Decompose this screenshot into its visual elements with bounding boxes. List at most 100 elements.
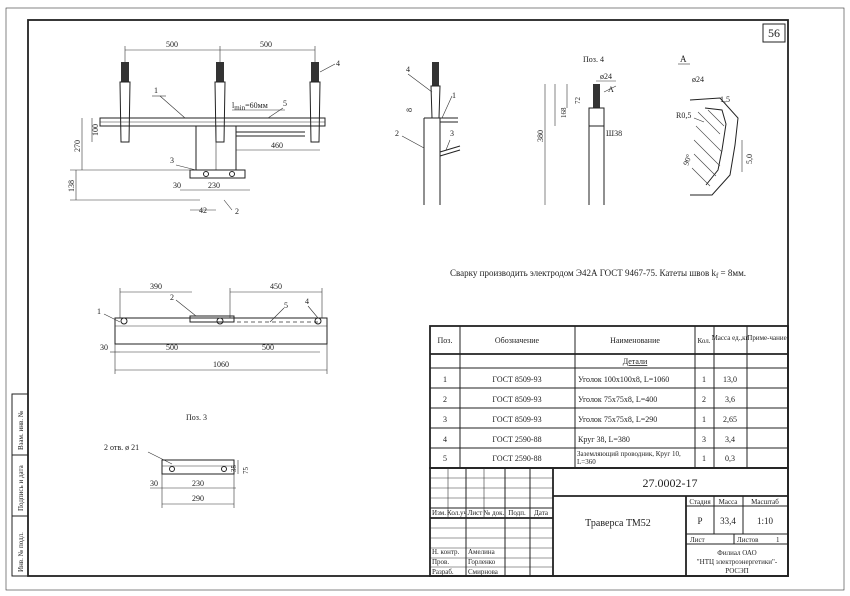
side-stamp-replace: Взам. инв. № — [17, 410, 25, 450]
person-name: Амелина — [468, 548, 496, 556]
spec-row: 3 ГОСТ 8509-93 Уголок 75х75х8, L=290 1 2… — [443, 415, 737, 424]
stage-value: Р — [697, 516, 702, 526]
top-dim-450: 450 — [270, 282, 282, 291]
top-view: 390 450 1 2 5 4 500 500 30 1060 — [97, 282, 328, 374]
drawing-title: Траверса ТМ52 — [585, 518, 651, 529]
side-stamp-inv: Инв. № подл. — [17, 532, 25, 572]
pos3-title: Поз. 3 — [186, 413, 207, 422]
svg-text:4: 4 — [443, 435, 447, 444]
svg-text:Стадия: Стадия — [689, 498, 711, 506]
spec-section: Детали — [623, 357, 648, 366]
top-dim-500-right: 500 — [262, 343, 274, 352]
svg-text:ГОСТ 8509-93: ГОСТ 8509-93 — [492, 415, 541, 424]
pos3-dim-75: 75 — [242, 467, 250, 475]
person-name: Смирнова — [468, 568, 499, 576]
rod-left — [119, 62, 131, 143]
front-pos-1: 1 — [154, 86, 158, 95]
svg-text:ГОСТ 8509-93: ГОСТ 8509-93 — [492, 395, 541, 404]
front-pos-3: 3 — [170, 156, 174, 165]
front-dim-500-right: 500 — [260, 40, 272, 49]
svg-text:ГОСТ 8509-93: ГОСТ 8509-93 — [492, 375, 541, 384]
view-a-title: А — [680, 54, 687, 64]
pos3-dim-35: 35 — [230, 465, 238, 473]
spec-header-mass: Масса ед.,кг — [712, 334, 749, 342]
svg-text:Изм.: Изм. — [432, 509, 446, 517]
svg-text:1: 1 — [702, 375, 706, 384]
pos3-holes: 2 отв. ø 21 — [104, 443, 139, 452]
welding-note: Сварку производить электродом Э42А ГОСТ … — [450, 268, 746, 280]
pos4-dim-d24: ø24 — [600, 72, 612, 81]
pos3-dim-30: 30 — [150, 479, 158, 488]
svg-text:2: 2 — [443, 395, 447, 404]
top-pos-2: 2 — [170, 293, 174, 302]
view-a-dim-5: 5,0 — [745, 154, 754, 164]
svg-text:Масса: Масса — [719, 498, 739, 506]
spec-header-name: Наименование — [610, 336, 660, 345]
front-dim-500-left: 500 — [166, 40, 178, 49]
svg-text:Листов: Листов — [737, 536, 759, 544]
pos4-dim-168: 168 — [560, 107, 568, 118]
svg-text:Уголок 100х100х8, L=1060: Уголок 100х100х8, L=1060 — [578, 375, 669, 384]
pos4-dim-sh38: Ш38 — [606, 129, 622, 138]
view-a-dim-90: 90° — [681, 153, 693, 167]
svg-text:№ док.: № док. — [484, 509, 505, 517]
person-role: Н. контр. — [432, 548, 459, 556]
svg-text:Уголок 75х75х8, L=290: Уголок 75х75х8, L=290 — [578, 415, 657, 424]
view-a-dim-r0-5: R0,5 — [676, 111, 691, 120]
svg-text:3,4: 3,4 — [725, 435, 735, 444]
pos4-title: Поз. 4 — [583, 55, 604, 64]
front-pos-4: 4 — [336, 59, 340, 68]
rod-right — [309, 62, 321, 143]
org-line-3: РОСЭП — [725, 567, 748, 575]
lmin-sub: min — [234, 104, 245, 112]
side-pos-3: 3 — [450, 129, 454, 138]
top-dim-390: 390 — [150, 282, 162, 291]
front-dim-30: 30 — [173, 181, 181, 190]
svg-text:ГОСТ 2590-88: ГОСТ 2590-88 — [492, 435, 541, 444]
svg-text:Уголок 75х75х8, L=400: Уголок 75х75х8, L=400 — [578, 395, 657, 404]
top-pos-4: 4 — [305, 297, 309, 306]
lmin-value: =60мм — [245, 101, 268, 110]
side-pos-1: 1 — [452, 91, 456, 100]
pos4-detail: Поз. 4 ø24 А 72 168 380 Ш38 — [536, 55, 622, 205]
side-view: 4 1 2 3 8 — [395, 62, 461, 205]
svg-text:1: 1 — [443, 375, 447, 384]
front-dim-230: 230 — [208, 181, 220, 190]
top-dim-1060: 1060 — [213, 360, 229, 369]
pos4-dim-72: 72 — [574, 97, 582, 105]
spec-row: 4 ГОСТ 2590-88 Круг 38, L=380 3 3,4 — [443, 435, 735, 444]
spec-row: 2 ГОСТ 8509-93 Уголок 75х75х8, L=400 2 3… — [443, 395, 735, 404]
top-dim-30: 30 — [100, 343, 108, 352]
inner-frame — [27, 19, 789, 577]
person-role: Разраб. — [432, 568, 454, 576]
pos3-detail: Поз. 3 2 отв. ø 21 30 230 290 35 75 — [104, 413, 250, 508]
svg-text:Лист: Лист — [468, 509, 483, 517]
sheets-count: 1 — [776, 536, 780, 544]
front-dim-270: 270 — [73, 140, 82, 152]
svg-text:3,6: 3,6 — [725, 395, 735, 404]
front-view: 500 500 lmin=60мм — [67, 40, 340, 216]
org-line-2: "НТЦ электроэнергетики"- — [697, 558, 778, 566]
svg-text:2,65: 2,65 — [723, 415, 737, 424]
top-dim-500-left: 500 — [166, 343, 178, 352]
view-a-dim-1-5: 1,5 — [720, 95, 730, 104]
mass-value: 33,4 — [720, 516, 736, 526]
svg-text:Дата: Дата — [534, 509, 549, 517]
svg-text:1: 1 — [702, 415, 706, 424]
lmin-label: l — [232, 101, 235, 110]
doc-code: 27.0002-17 — [643, 476, 698, 490]
pos4-view-ref: А — [608, 85, 614, 94]
pos4-dim-380: 380 — [536, 130, 545, 142]
svg-text:3: 3 — [702, 435, 706, 444]
revision-grid: Изм. Кол.уч Лист № док. Подп. Дата Н. ко… — [430, 468, 553, 576]
side-pos-2: 2 — [395, 129, 399, 138]
outer-frame — [5, 7, 845, 591]
rod-middle — [214, 62, 226, 143]
front-dim-100: 100 — [91, 124, 100, 136]
svg-text:5: 5 — [443, 454, 447, 463]
svg-text:13,0: 13,0 — [723, 375, 737, 384]
svg-text:0,3: 0,3 — [725, 454, 735, 463]
front-dim-42: 42 — [199, 206, 207, 215]
top-pos-1: 1 — [97, 307, 101, 316]
